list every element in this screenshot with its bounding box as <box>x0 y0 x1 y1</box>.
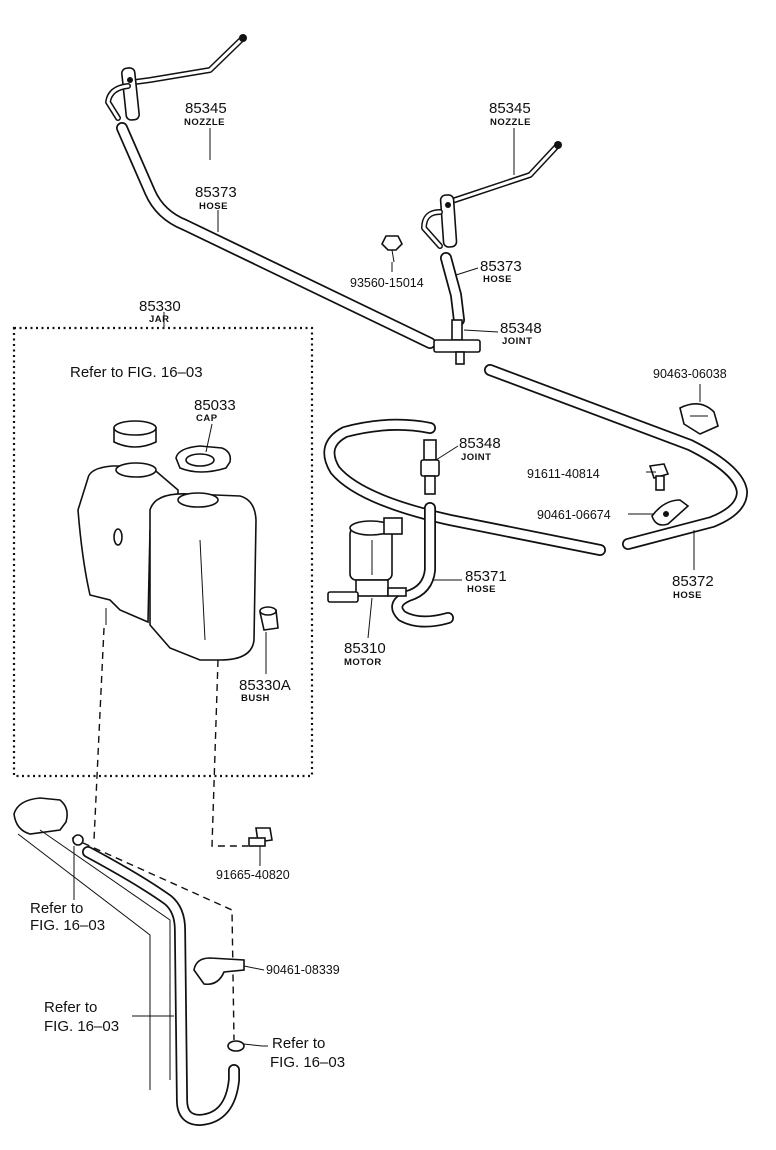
joint-lower <box>420 439 440 495</box>
label-clamp-2-number: 90461-06674 <box>537 508 611 522</box>
clamp-90461-06674 <box>651 499 690 526</box>
label-joint-lower-name: JOINT <box>461 452 491 463</box>
leader-lines <box>73 128 701 1047</box>
motor-85310 <box>327 517 407 603</box>
label-hose-upper-right-number: 85373 <box>480 258 522 275</box>
label-hose-motor-name: HOSE <box>467 584 496 595</box>
label-jar-name: JAR <box>149 314 170 325</box>
hose-85373-right <box>440 252 465 326</box>
label-hose-upper-left-name: HOSE <box>199 201 228 212</box>
label-nozzle-left-number: 85345 <box>185 100 227 117</box>
label-hose-upper-right-name: HOSE <box>483 274 512 285</box>
cap-85033 <box>175 445 232 473</box>
joint-t-upper <box>433 319 481 365</box>
screw-93560 <box>381 235 403 263</box>
bolt-91665 <box>248 827 273 847</box>
bush-85330a <box>259 606 279 631</box>
label-cap-number: 85033 <box>194 397 236 414</box>
clamp-90461-08339 <box>193 957 245 986</box>
label-bush-name: BUSH <box>241 693 270 704</box>
dashed-connectors <box>71 627 248 1041</box>
label-refer-left-2-line1: Refer to <box>44 999 97 1016</box>
hose-85371 <box>391 502 454 628</box>
nozzle-right <box>421 141 562 249</box>
label-nozzle-right-number: 85345 <box>489 100 531 117</box>
label-refer-bottom-line1: Refer to <box>272 1035 325 1052</box>
label-bolt-2-number: 91665-40820 <box>216 868 290 882</box>
label-hose-long-number: 85372 <box>672 573 714 590</box>
label-refer-left-1-line2: FIG. 16–03 <box>30 917 105 934</box>
label-screw-number: 93560-15014 <box>350 276 424 290</box>
label-clamp-1-number: 90463-06038 <box>653 367 727 381</box>
label-motor-name: MOTOR <box>344 657 382 668</box>
label-joint-upper-name: JOINT <box>502 336 532 347</box>
jar-assembly-box <box>12 326 314 778</box>
label-refer-cap: Refer to FIG. 16–03 <box>70 364 203 381</box>
jar-85330 <box>77 462 257 661</box>
label-cap-name: CAP <box>196 413 218 424</box>
filler-hose <box>82 846 240 1126</box>
label-jar-number: 85330 <box>139 298 181 315</box>
label-hose-long-name: HOSE <box>673 590 702 601</box>
clamp-90463 <box>679 403 719 435</box>
label-hose-upper-left-number: 85373 <box>195 184 237 201</box>
hose-85372 <box>484 364 748 550</box>
label-joint-lower-number: 85348 <box>459 435 501 452</box>
hose-85373-left <box>116 122 436 349</box>
hose-loop-to-joint <box>323 418 606 556</box>
label-bolt-1-number: 91611-40814 <box>527 467 600 481</box>
label-refer-bottom-line2: FIG. 16–03 <box>270 1054 345 1071</box>
label-refer-left-1-line1: Refer to <box>30 900 83 917</box>
label-refer-left-2-line2: FIG. 16–03 <box>44 1018 119 1035</box>
nozzle-left <box>105 34 247 121</box>
filler-neck-reference <box>13 797 171 1090</box>
bolt-91611 <box>648 463 670 491</box>
clip-bottom <box>227 1040 263 1052</box>
label-joint-upper-number: 85348 <box>500 320 542 337</box>
label-motor-number: 85310 <box>344 640 386 657</box>
label-clamp-3-number: 90461-08339 <box>266 963 340 977</box>
label-nozzle-right-name: NOZZLE <box>490 117 531 128</box>
label-bush-number: 85330A <box>239 677 291 694</box>
cap-reference <box>113 420 157 448</box>
label-nozzle-left-name: NOZZLE <box>184 117 225 128</box>
label-hose-motor-number: 85371 <box>465 568 507 585</box>
